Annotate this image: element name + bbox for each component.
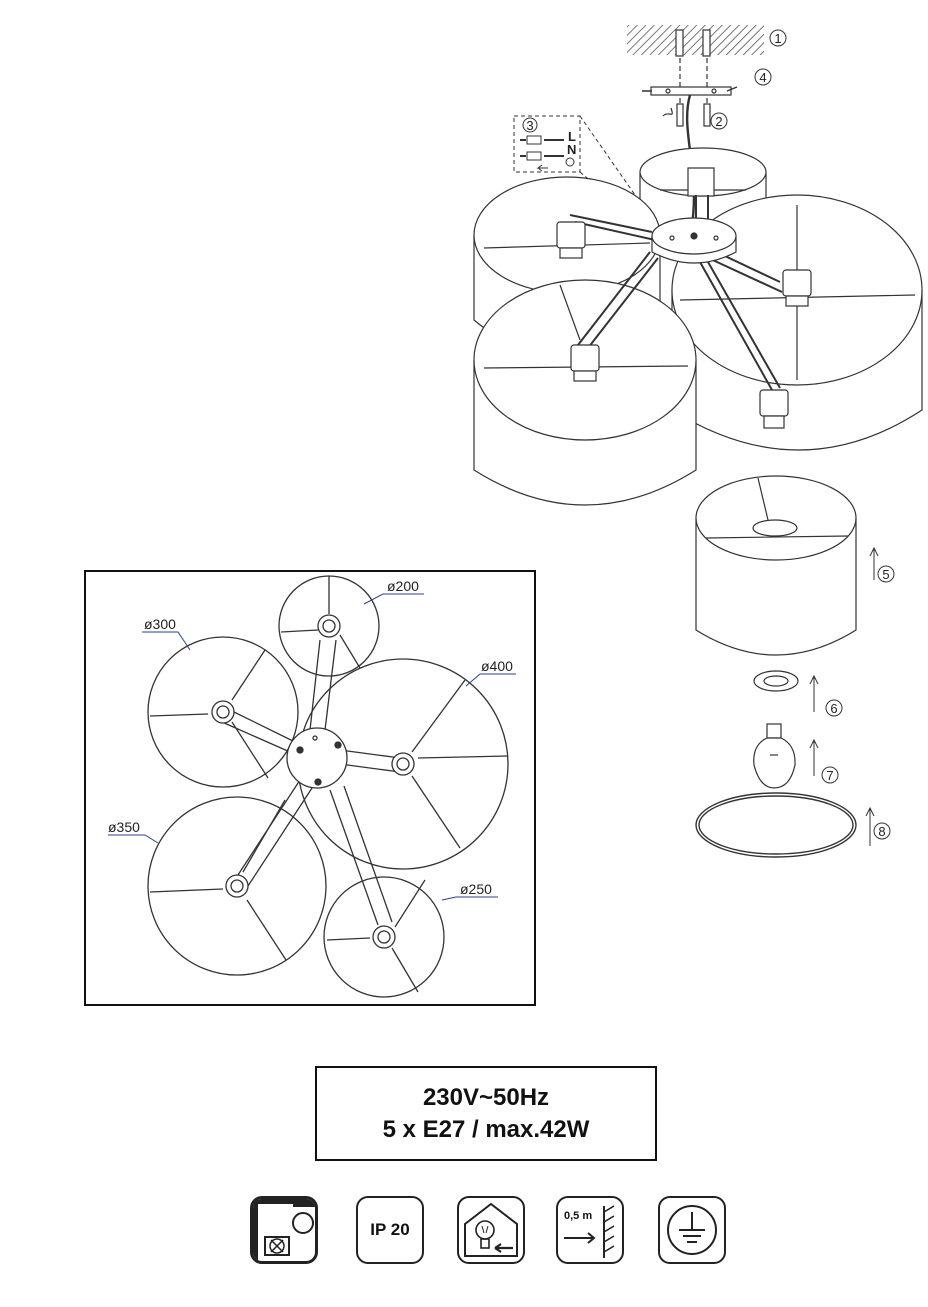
size-label-400: ø400 (481, 658, 513, 674)
earth-ground-icon (658, 1196, 726, 1264)
shade-ring-nut (753, 670, 799, 692)
assembled-lamp (473, 147, 923, 506)
step-5-label: 5 (869, 546, 895, 583)
min-distance-label: 0,5 m (564, 1210, 593, 1222)
ip-rating-label: IP 20 (370, 1220, 410, 1239)
svg-text:8: 8 (878, 824, 885, 839)
step-1-label: 1 (769, 29, 787, 47)
min-distance-icon: 0,5 m (556, 1196, 624, 1264)
neutral-wire-label: N (567, 142, 576, 157)
lamp-sockets (556, 221, 812, 429)
svg-text:7: 7 (826, 768, 833, 783)
central-hub (651, 217, 737, 264)
size-label-300: ø300 (144, 616, 176, 632)
bulb-spec: 5 x E27 / max.42W (382, 1115, 590, 1143)
step-3-label: 3 (522, 117, 538, 133)
ip20-icon: IP 20 (356, 1196, 424, 1264)
voltage-spec: 230V~50Hz (422, 1083, 550, 1111)
top-view-panel: ø200 ø300 ø400 ø350 ø250 (84, 570, 536, 1006)
light-bulb (753, 723, 796, 789)
top-view-hub (286, 727, 348, 789)
top-view-arms (221, 639, 401, 926)
svg-text:4: 4 (759, 70, 766, 85)
diffuser-ring (695, 792, 857, 858)
live-wire-label: L (568, 129, 576, 144)
step-4-label: 4 (754, 68, 772, 86)
shade-small-back (639, 147, 767, 200)
step-6-label: 6 (809, 674, 843, 717)
step-8-label: 8 (865, 806, 891, 846)
step-7-label: 7 (809, 738, 839, 784)
svg-text:6: 6 (830, 701, 837, 716)
shade-exploded (695, 475, 857, 656)
ceiling-mount (627, 25, 764, 226)
svg-text:2: 2 (715, 114, 722, 129)
shade-left-bottom (473, 279, 697, 506)
no-insulation-cover-icon (250, 1196, 318, 1264)
size-label-200: ø200 (387, 578, 419, 594)
top-view-shades (147, 575, 509, 998)
svg-text:5: 5 (882, 567, 889, 582)
step-2-label: 2 (710, 112, 728, 130)
svg-text:1: 1 (774, 31, 781, 46)
electrical-spec-box: 230V~50Hz 5 x E27 / max.42W (315, 1066, 657, 1161)
size-label-350: ø350 (108, 819, 140, 835)
size-label-250: ø250 (460, 881, 492, 897)
indoor-use-icon (457, 1196, 525, 1264)
svg-text:3: 3 (526, 118, 533, 133)
